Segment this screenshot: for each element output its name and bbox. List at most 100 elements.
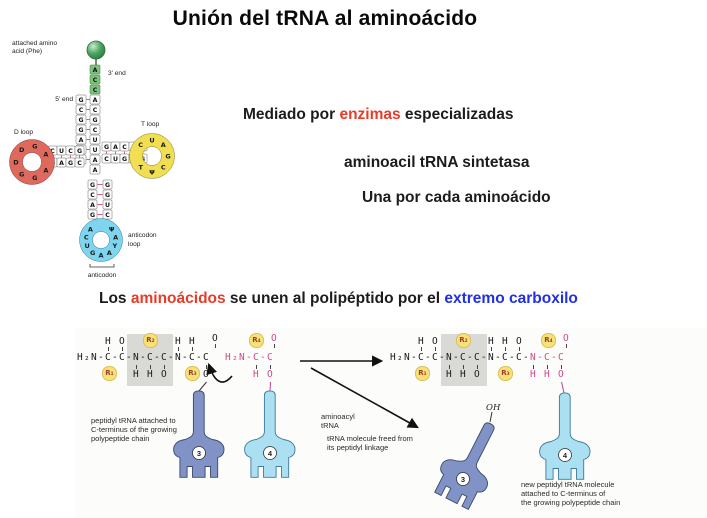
svg-text:loop: loop bbox=[128, 241, 141, 248]
anticodon-label: anticodon bbox=[88, 272, 117, 279]
svg-text:C: C bbox=[68, 148, 73, 155]
svg-text:C: C bbox=[105, 212, 110, 219]
svg-text:4: 4 bbox=[563, 451, 568, 460]
svg-text:G: G bbox=[90, 249, 95, 257]
peptidyl-transfer-figure: 3 4 3 4 OH H O R₂ H H O H₂N-C-C-N-C-C-N-… bbox=[75, 328, 707, 518]
anticodon-loop-label: anticodon bbox=[128, 232, 157, 239]
peptidyl-trna-3-shape bbox=[173, 390, 225, 478]
ester-bond-right bbox=[561, 381, 565, 394]
svg-text:T: T bbox=[138, 164, 143, 172]
r4-group: R₄ bbox=[541, 333, 556, 348]
svg-text:G: G bbox=[122, 156, 127, 163]
d-loop-ring bbox=[9, 139, 55, 185]
r1-group: R₁ bbox=[415, 366, 430, 381]
trna3-badge bbox=[192, 446, 206, 460]
svg-text:G: G bbox=[19, 171, 24, 179]
svg-text:G: G bbox=[77, 148, 82, 155]
svg-text:D: D bbox=[13, 158, 19, 166]
svg-text:U: U bbox=[113, 156, 118, 163]
svg-text:A: A bbox=[43, 150, 48, 158]
svg-text:A: A bbox=[161, 141, 166, 149]
acceptor-acc-bases: ACC bbox=[89, 64, 101, 95]
peptide-formula-right: H O R₂ H H O R₄ O H₂N-C-C-N-C-C-N-C-C-N-… bbox=[390, 333, 570, 381]
aminoacyl-formula: R₄ O H₂N-C-C H O bbox=[225, 333, 278, 380]
svg-text:3: 3 bbox=[461, 475, 465, 484]
svg-text:G: G bbox=[32, 143, 37, 151]
freed-trna-caption: tRNA molecule freed from its peptidyl li… bbox=[327, 434, 413, 452]
oh-label: OH bbox=[486, 403, 501, 413]
svg-text:U: U bbox=[59, 148, 64, 155]
svg-text:G: G bbox=[92, 117, 97, 124]
svg-text:A: A bbox=[107, 249, 112, 257]
freed-trna-3-shape bbox=[428, 411, 514, 513]
svg-text:C: C bbox=[104, 156, 109, 163]
t-loop-ring bbox=[129, 133, 175, 179]
svg-text:A: A bbox=[79, 137, 84, 144]
svg-text:Ψ: Ψ bbox=[109, 226, 115, 234]
d-loop-label: D loop bbox=[14, 129, 33, 136]
svg-text:4: 4 bbox=[268, 449, 273, 458]
anticodon-bracket bbox=[89, 264, 115, 268]
svg-text:G: G bbox=[68, 160, 73, 167]
svg-text:acid (Phe): acid (Phe) bbox=[12, 48, 42, 55]
aminoacyl-trna-4-shape bbox=[244, 390, 296, 478]
svg-text:A: A bbox=[88, 226, 93, 234]
svg-text:G: G bbox=[78, 127, 83, 134]
new-trna4-badge bbox=[558, 448, 572, 462]
svg-text:U: U bbox=[92, 137, 97, 144]
r3-group: R₃ bbox=[498, 366, 513, 381]
svg-text:A: A bbox=[93, 67, 98, 74]
svg-text:C: C bbox=[122, 144, 127, 151]
svg-text:A: A bbox=[93, 167, 98, 174]
svg-text:C: C bbox=[77, 160, 82, 167]
svg-text:A: A bbox=[113, 144, 118, 151]
svg-text:G: G bbox=[90, 182, 95, 189]
svg-text:A: A bbox=[98, 251, 103, 259]
peptidyl-trna-caption: peptidyl tRNA attached to C-terminus of … bbox=[91, 416, 177, 443]
t-loop-label: T loop bbox=[141, 121, 160, 128]
aminoacidos-highlight: aminoácidos bbox=[130, 290, 226, 307]
bullet-one-per-aminoacid: Una por cada aminoácido bbox=[362, 189, 551, 206]
enzimas-highlight: enzimas bbox=[339, 106, 401, 123]
svg-text:U: U bbox=[105, 202, 110, 209]
slide-title: Unión del tRNA al aminoácido bbox=[172, 7, 478, 30]
r3-group: R₃ bbox=[185, 366, 200, 381]
svg-text:C: C bbox=[161, 164, 166, 172]
trna4-badge bbox=[263, 446, 277, 460]
svg-text:C: C bbox=[93, 87, 98, 94]
svg-text:G: G bbox=[105, 192, 110, 199]
svg-text:G: G bbox=[32, 174, 37, 182]
svg-text:D: D bbox=[19, 146, 25, 154]
bullet-mediated-by-enzymes: Mediado por enzimas especializadas bbox=[243, 106, 514, 123]
freed-trna3-badge bbox=[456, 472, 470, 486]
svg-text:G: G bbox=[104, 144, 109, 151]
new-peptidyl-trna-4-shape bbox=[539, 392, 591, 480]
svg-text:A: A bbox=[90, 202, 95, 209]
svg-text:A: A bbox=[113, 233, 118, 241]
new-peptidyl-trna-caption: new peptidyl tRNA molecule attached to C… bbox=[521, 480, 621, 507]
r1-group: R₁ bbox=[102, 366, 117, 381]
svg-text:A: A bbox=[93, 97, 98, 104]
bullet-aminoacyl-synthetase: aminoacil tRNA sintetasa bbox=[344, 154, 530, 171]
svg-text:C: C bbox=[93, 107, 98, 114]
figure-shapes: 3 4 3 4 OH bbox=[127, 334, 591, 513]
svg-text:C: C bbox=[138, 141, 143, 149]
r2-group: R₂ bbox=[143, 333, 158, 348]
svg-text:G: G bbox=[78, 117, 83, 124]
svg-text:C: C bbox=[93, 77, 98, 84]
svg-text:G: G bbox=[105, 182, 110, 189]
anticodon-loop-ring bbox=[79, 218, 123, 262]
ester-bond-left bbox=[198, 381, 207, 392]
svg-text:A: A bbox=[43, 166, 48, 174]
end3-label: 3' end bbox=[108, 70, 126, 77]
svg-text:U: U bbox=[84, 242, 89, 250]
acceptor-basepair-ticks bbox=[86, 99, 90, 160]
